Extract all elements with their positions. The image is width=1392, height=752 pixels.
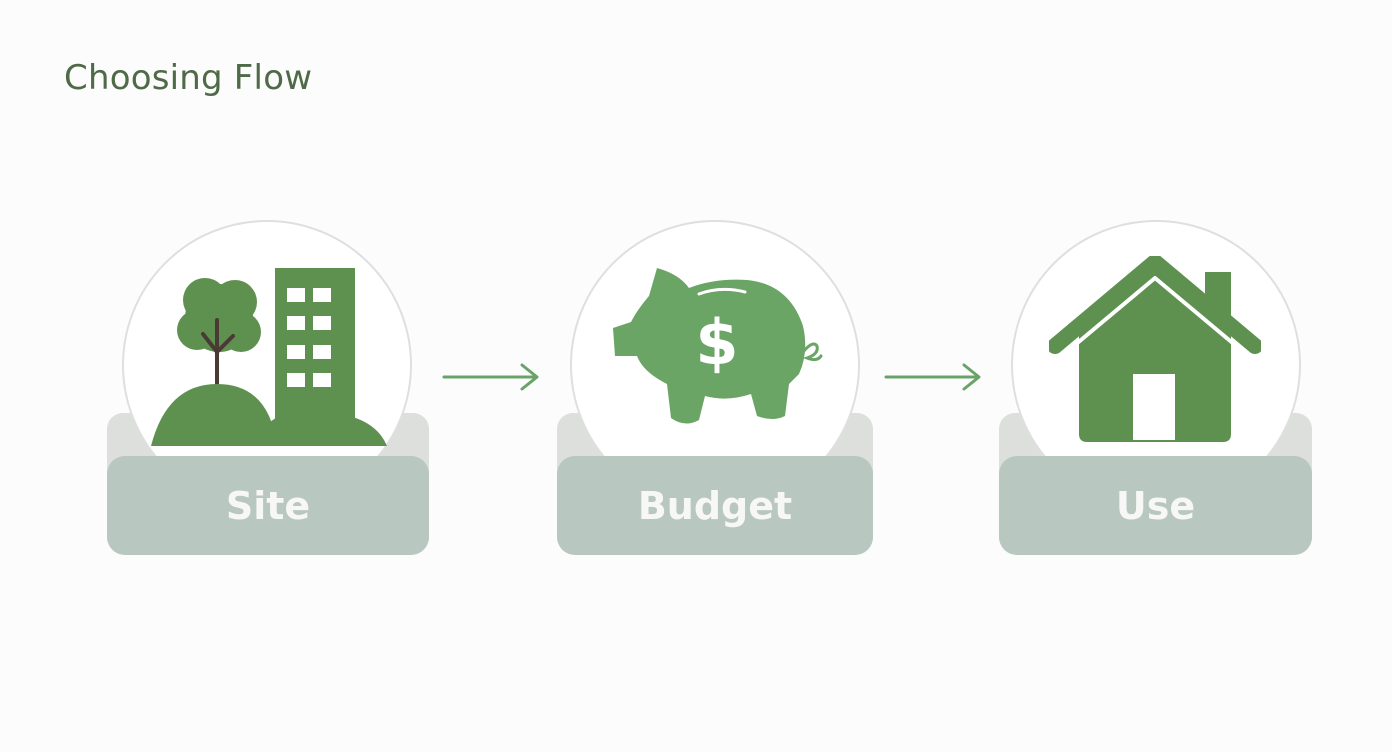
step-label: Budget: [637, 483, 793, 528]
svg-text:$: $: [695, 306, 738, 379]
piggy-bank-icon: $: [613, 268, 823, 424]
house-icon: [1049, 256, 1261, 442]
step-label: Site: [225, 483, 311, 528]
step-label: Use: [1115, 483, 1196, 528]
page-title: Choosing Flow: [64, 58, 313, 98]
step-label-box: Site: [107, 456, 429, 555]
step-use: Use: [999, 200, 1312, 560]
step-site: Site: [107, 200, 429, 560]
arrow-right-icon: [442, 363, 539, 391]
step-label-box: Budget: [557, 456, 873, 555]
step-label-box: Use: [999, 456, 1312, 555]
tree-and-building-icon: [151, 268, 387, 446]
step-budget: $ Budget: [557, 200, 873, 560]
arrow-right-icon: [884, 363, 981, 391]
